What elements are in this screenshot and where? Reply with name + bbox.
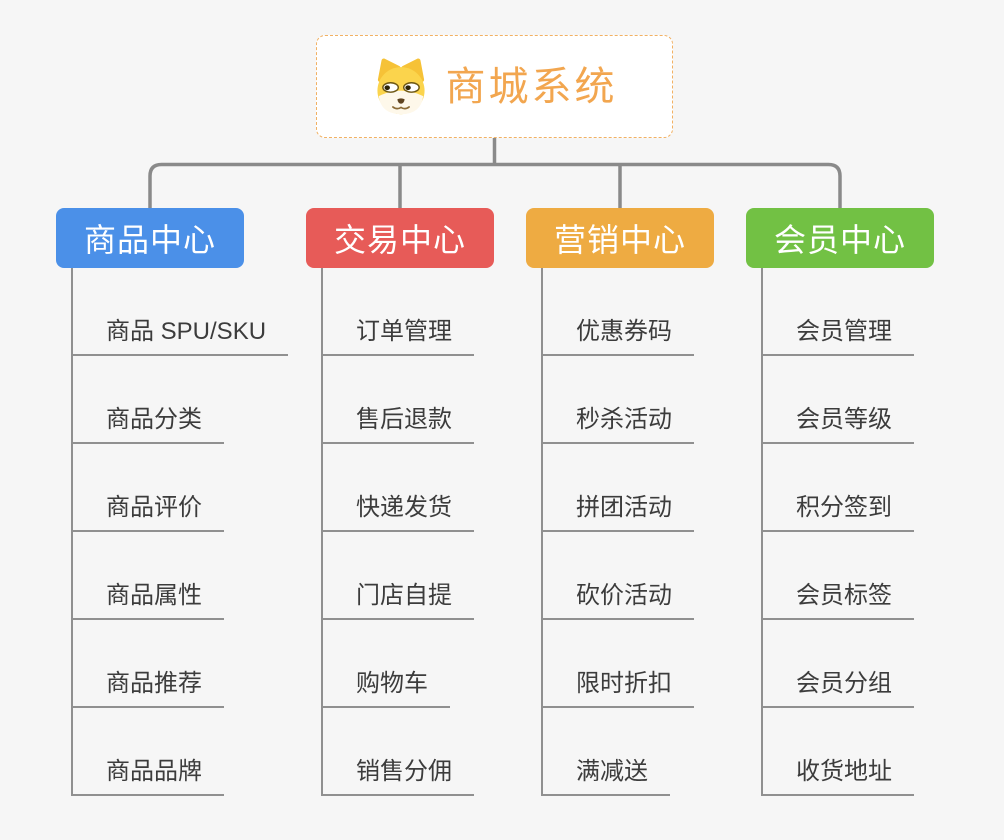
leaf-node[interactable]: 会员标签 (763, 532, 934, 620)
leaf-label: 优惠券码 (543, 318, 694, 356)
leaf-label: 砍价活动 (543, 582, 694, 620)
leaf-node[interactable]: 会员等级 (763, 356, 934, 444)
leaf-node[interactable]: 商品分类 (73, 356, 244, 444)
leaf-label: 商品 SPU/SKU (73, 318, 289, 356)
branch-marketing-center: 营销中心 优惠券码 秒杀活动 拼团活动 砍价活动 限时折扣 满减送 (526, 208, 714, 796)
leaf-label: 商品分类 (73, 406, 224, 444)
leaf-label: 秒杀活动 (543, 406, 694, 444)
leaf-node[interactable]: 订单管理 (323, 268, 494, 356)
leaf-node[interactable]: 砍价活动 (543, 532, 714, 620)
leaf-label: 商品品牌 (73, 758, 224, 796)
leaf-label: 限时折扣 (543, 670, 694, 708)
leaf-label: 满减送 (543, 758, 670, 796)
root-node[interactable]: 商城系统 (316, 35, 673, 138)
leaf-node[interactable]: 拼团活动 (543, 444, 714, 532)
leaf-node[interactable]: 快递发货 (323, 444, 494, 532)
leaf-node[interactable]: 商品属性 (73, 532, 244, 620)
branch-leaves: 商品 SPU/SKU 商品分类 商品评价 商品属性 商品推荐 商品品牌 (71, 268, 289, 796)
leaf-node[interactable]: 秒杀活动 (543, 356, 714, 444)
leaf-label: 会员标签 (763, 582, 914, 620)
leaf-label: 快递发货 (323, 494, 474, 532)
leaf-node[interactable]: 商品品牌 (73, 708, 244, 796)
leaf-label: 售后退款 (323, 406, 474, 444)
leaf-label: 会员管理 (763, 318, 914, 356)
leaf-node[interactable]: 收货地址 (763, 708, 934, 796)
leaf-label: 商品属性 (73, 582, 224, 620)
leaf-label: 购物车 (323, 670, 450, 708)
leaf-node[interactable]: 销售分佣 (323, 708, 494, 796)
leaf-label: 会员分组 (763, 670, 914, 708)
leaf-label: 收货地址 (763, 758, 914, 796)
leaf-node[interactable]: 满减送 (543, 708, 714, 796)
leaf-label: 拼团活动 (543, 494, 694, 532)
leaf-label: 销售分佣 (323, 758, 474, 796)
leaf-node[interactable]: 商品评价 (73, 444, 244, 532)
leaf-node[interactable]: 商品推荐 (73, 620, 244, 708)
leaf-label: 积分签到 (763, 494, 914, 532)
leaf-label: 商品推荐 (73, 670, 224, 708)
branch-bus-line (148, 162, 842, 210)
branch-leaves: 优惠券码 秒杀活动 拼团活动 砍价活动 限时折扣 满减送 (541, 268, 714, 796)
branch-trade-center: 交易中心 订单管理 售后退款 快递发货 门店自提 购物车 销售分佣 (306, 208, 494, 796)
leaf-node[interactable]: 限时折扣 (543, 620, 714, 708)
leaf-node[interactable]: 积分签到 (763, 444, 934, 532)
doge-icon (372, 57, 430, 116)
leaf-label: 会员等级 (763, 406, 914, 444)
branch-member-center: 会员中心 会员管理 会员等级 积分签到 会员标签 会员分组 收货地址 (746, 208, 934, 796)
leaf-node[interactable]: 售后退款 (323, 356, 494, 444)
branch-node-trade-center[interactable]: 交易中心 (306, 208, 494, 268)
branch-node-marketing-center[interactable]: 营销中心 (526, 208, 714, 268)
leaf-node[interactable]: 购物车 (323, 620, 494, 708)
leaf-label: 商品评价 (73, 494, 224, 532)
leaf-node[interactable]: 优惠券码 (543, 268, 714, 356)
leaf-node[interactable]: 会员分组 (763, 620, 934, 708)
root-title: 商城系统 (445, 64, 618, 109)
leaf-label: 门店自提 (323, 582, 474, 620)
branch-node-member-center[interactable]: 会员中心 (746, 208, 934, 268)
leaf-node[interactable]: 会员管理 (763, 268, 934, 356)
branch-leaves: 会员管理 会员等级 积分签到 会员标签 会员分组 收货地址 (761, 268, 934, 796)
branch-leaves: 订单管理 售后退款 快递发货 门店自提 购物车 销售分佣 (321, 268, 494, 796)
branch-node-product-center[interactable]: 商品中心 (56, 208, 244, 268)
leaf-node[interactable]: 商品 SPU/SKU (73, 268, 289, 356)
leaf-node[interactable]: 门店自提 (323, 532, 494, 620)
leaf-label: 订单管理 (323, 318, 474, 356)
branch-product-center: 商品中心 商品 SPU/SKU 商品分类 商品评价 商品属性 商品推荐 商品品牌 (56, 208, 289, 796)
